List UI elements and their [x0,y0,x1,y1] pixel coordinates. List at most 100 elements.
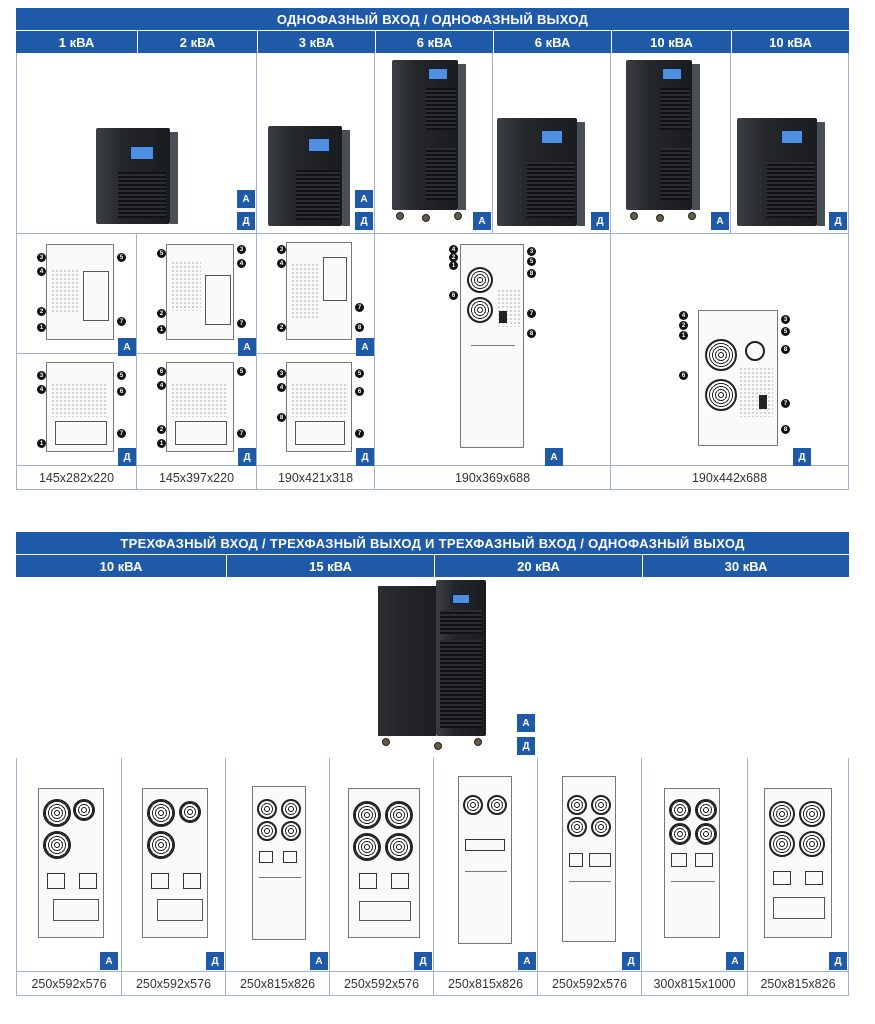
rear-panel-diagram-3ph-3 [252,786,306,940]
badge-a: А [118,338,136,356]
callout-5: 5 [781,327,790,336]
badge-a: А [238,338,256,356]
col-6kva-a: 6 кВА [375,31,493,53]
callout-6: 6 [117,387,126,396]
badge-d: Д [591,212,609,230]
dimensions-3ph-5: 250x815x826 [434,972,538,996]
badge-a: А [517,714,535,732]
badge-d: Д [238,448,256,466]
badge-d: Д [622,952,640,970]
rear-panel-diagram-1kva-d: 3 4 5 6 7 1 [37,362,126,452]
badge-d: Д [118,448,136,466]
callout-5: 5 [117,253,126,262]
col-10kva-a: 10 кВА [611,31,731,53]
badge-a: А [473,212,491,230]
diagram-cell-3ph-1 [16,758,122,972]
dimensions-6kva: 190x369x688 [375,466,611,490]
section1-title: ОДНОФАЗНЫЙ ВХОД / ОДНОФАЗНЫЙ ВЫХОД [16,8,849,30]
ups-1-2kva-photo [96,128,178,228]
callout-6: 6 [355,387,364,396]
col3-10kva: 10 кВА [16,555,226,577]
rear-panel-diagram-3ph-4 [348,788,420,938]
rear-panel-diagram-3ph-1 [38,788,104,938]
callout-3: 3 [781,315,790,324]
diagram-cell-3ph-7 [642,758,748,972]
dimensions-1kva: 145x282x220 [16,466,137,490]
callout-1: 1 [37,323,46,332]
diagram-cell-3ph-8 [748,758,849,972]
section2-title: ТРЕХФАЗНЫЙ ВХОД / ТРЕХФАЗНЫЙ ВЫХОД И ТРЕ… [16,532,849,554]
callout-7: 7 [355,303,364,312]
dimensions-3ph-2: 250x592x576 [122,972,226,996]
diagram-cell-3ph-4 [330,758,434,972]
dimensions-3ph-1: 250x592x576 [16,972,122,996]
photo-cell-3kva [257,53,375,234]
dimensions-10kva: 190x442x688 [611,466,849,490]
photo-cell-10kva-a [611,53,731,234]
col-2kva: 2 кВА [137,31,257,53]
dimensions-3ph-7: 300x815x1000 [642,972,748,996]
diagram-cell-3ph-3 [226,758,330,972]
callout-5: 5 [355,369,364,378]
diagram-cell-3ph-6 [538,758,642,972]
callout-5: 5 [527,257,536,266]
ups-3kva-photo [268,126,352,228]
callout-2: 2 [157,309,166,318]
callout-7: 7 [117,429,126,438]
photo-cell-10kva-d [731,53,849,234]
callout-4: 4 [237,259,246,268]
diagram-cell-2kva-a [137,234,257,354]
rear-panel-diagram-3kva-d: 3 4 5 6 8 7 [277,362,364,452]
ups-6kva-tall-photo [392,60,468,226]
callout-2: 2 [449,253,458,262]
photo-cell-6kva-a [375,53,493,234]
callout-3: 3 [237,245,246,254]
callout-4: 4 [37,267,46,276]
callout-3: 3 [277,369,286,378]
diagram-cell-2kva-d [137,354,257,466]
diagram-cell-10kva [611,234,849,466]
rear-panel-diagram-3ph-7 [664,788,720,938]
col3-15kva: 15 кВА [226,555,434,577]
callout-5: 5 [237,367,246,376]
callout-8: 8 [527,329,536,338]
badge-a: А [356,338,374,356]
callout-7: 7 [117,317,126,326]
callout-4: 4 [277,383,286,392]
callout-3: 3 [527,247,536,256]
diagram-cell-3ph-5 [434,758,538,972]
dimensions-3ph-4: 250x592x576 [330,972,434,996]
callout-5: 5 [157,249,166,258]
callout-1: 1 [157,439,166,448]
dimensions-3kva: 190x421x318 [257,466,375,490]
col-6kva-d: 6 кВА [493,31,611,53]
callout-1: 1 [157,325,166,334]
callout-1: 1 [37,439,46,448]
callout-7: 7 [527,309,536,318]
rear-panel-diagram-10kva: 4 2 1 6 3 5 8 7 8 [679,310,790,446]
col-10kva-d: 10 кВА [731,31,849,53]
rear-panel-diagram-3kva-a: 3 4 7 2 8 [277,242,364,340]
callout-7: 7 [237,319,246,328]
dimensions-3ph-6: 250x592x576 [538,972,642,996]
callout-4: 4 [277,259,286,268]
dimensions-2kva: 145x397x220 [137,466,257,490]
badge-a: А [518,952,536,970]
callout-8: 8 [277,413,286,422]
diagram-cell-3kva-a [257,234,375,354]
callout-2: 2 [37,307,46,316]
badge-a: А [237,190,255,208]
ups-10kva-tall-photo [626,60,702,226]
rear-panel-diagram-1kva-a: 3 4 5 2 1 7 [37,244,126,340]
rear-panel-diagram-3ph-6 [562,776,616,942]
callout-8: 8 [355,323,364,332]
badge-d: Д [355,212,373,230]
col-3kva: 3 кВА [257,31,375,53]
diagram-cell-6kva [375,234,611,466]
diagram-cell-3kva-d [257,354,375,466]
ups-6kva-photo [497,118,587,228]
badge-d: Д [829,212,847,230]
ups-10kva-photo [737,118,827,228]
callout-4: 4 [37,385,46,394]
photo-cell-1-2kva [16,53,257,234]
